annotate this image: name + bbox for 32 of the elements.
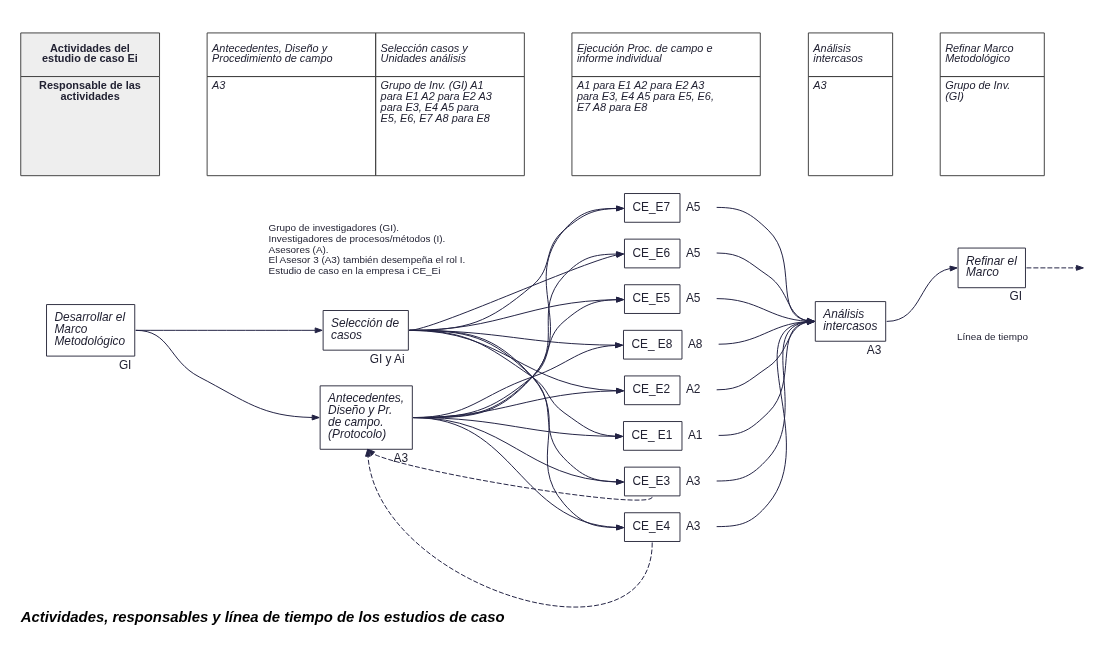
- label: Actividades del estudio de caso Ei: [42, 41, 138, 64]
- node-label: GI: [1009, 288, 1023, 303]
- node-label: A1: [687, 427, 703, 442]
- label: Análisis intercasos: [813, 41, 863, 64]
- label: Grupo de Inv. (GI): [945, 78, 1011, 102]
- node-label: A3: [685, 473, 701, 488]
- node-label: A3: [685, 518, 701, 533]
- label: Estudio de caso en la empresa i CE_Ei: [268, 264, 441, 276]
- node-label: GI: [118, 357, 132, 372]
- node-label: A8: [687, 336, 703, 351]
- label: Responsable de las actividades: [39, 78, 141, 102]
- label: A3: [813, 78, 827, 91]
- node-label: A5: [685, 199, 701, 214]
- label: Grupo de Inv. (GI) A1 para E1 A2 para E2 A3 para E3, E4 A5 para E5, E6, E7 A8 para E8: [380, 78, 492, 124]
- label: A3: [212, 78, 226, 91]
- label: El Asesor 3 (A3) también desempeña el rol I.: [268, 253, 466, 265]
- label: Asesores (A).: [268, 243, 329, 255]
- label: Línea de tiempo: [957, 330, 1029, 342]
- label: Antecedentes, Diseño y Procedimiento de campo: [212, 41, 333, 64]
- label: Refinar Marco Metodológico: [945, 41, 1014, 64]
- node-label: A5: [685, 245, 701, 260]
- label: Grupo de investigadores (GI).: [268, 221, 400, 233]
- node-label: GI y Ai: [369, 351, 405, 366]
- node-label: A5: [685, 290, 701, 305]
- node-label: A3: [393, 450, 409, 465]
- caption: Actividades, responsables y línea de tiempo de los estudios de caso: [20, 608, 505, 625]
- label: A1 para E1 A2 para E2 A3 para E3, E4 A5 para E5, E6, E7 A8 para E8: [576, 78, 714, 113]
- label: Ejecución Proc. de campo e informe individual: [576, 41, 713, 64]
- node-label: A2: [685, 381, 701, 396]
- node-label: A3: [866, 342, 882, 357]
- label: Selección casos y Unidades análisis: [380, 41, 468, 64]
- label: Investigadores de procesos/métodos (I).: [268, 232, 446, 244]
